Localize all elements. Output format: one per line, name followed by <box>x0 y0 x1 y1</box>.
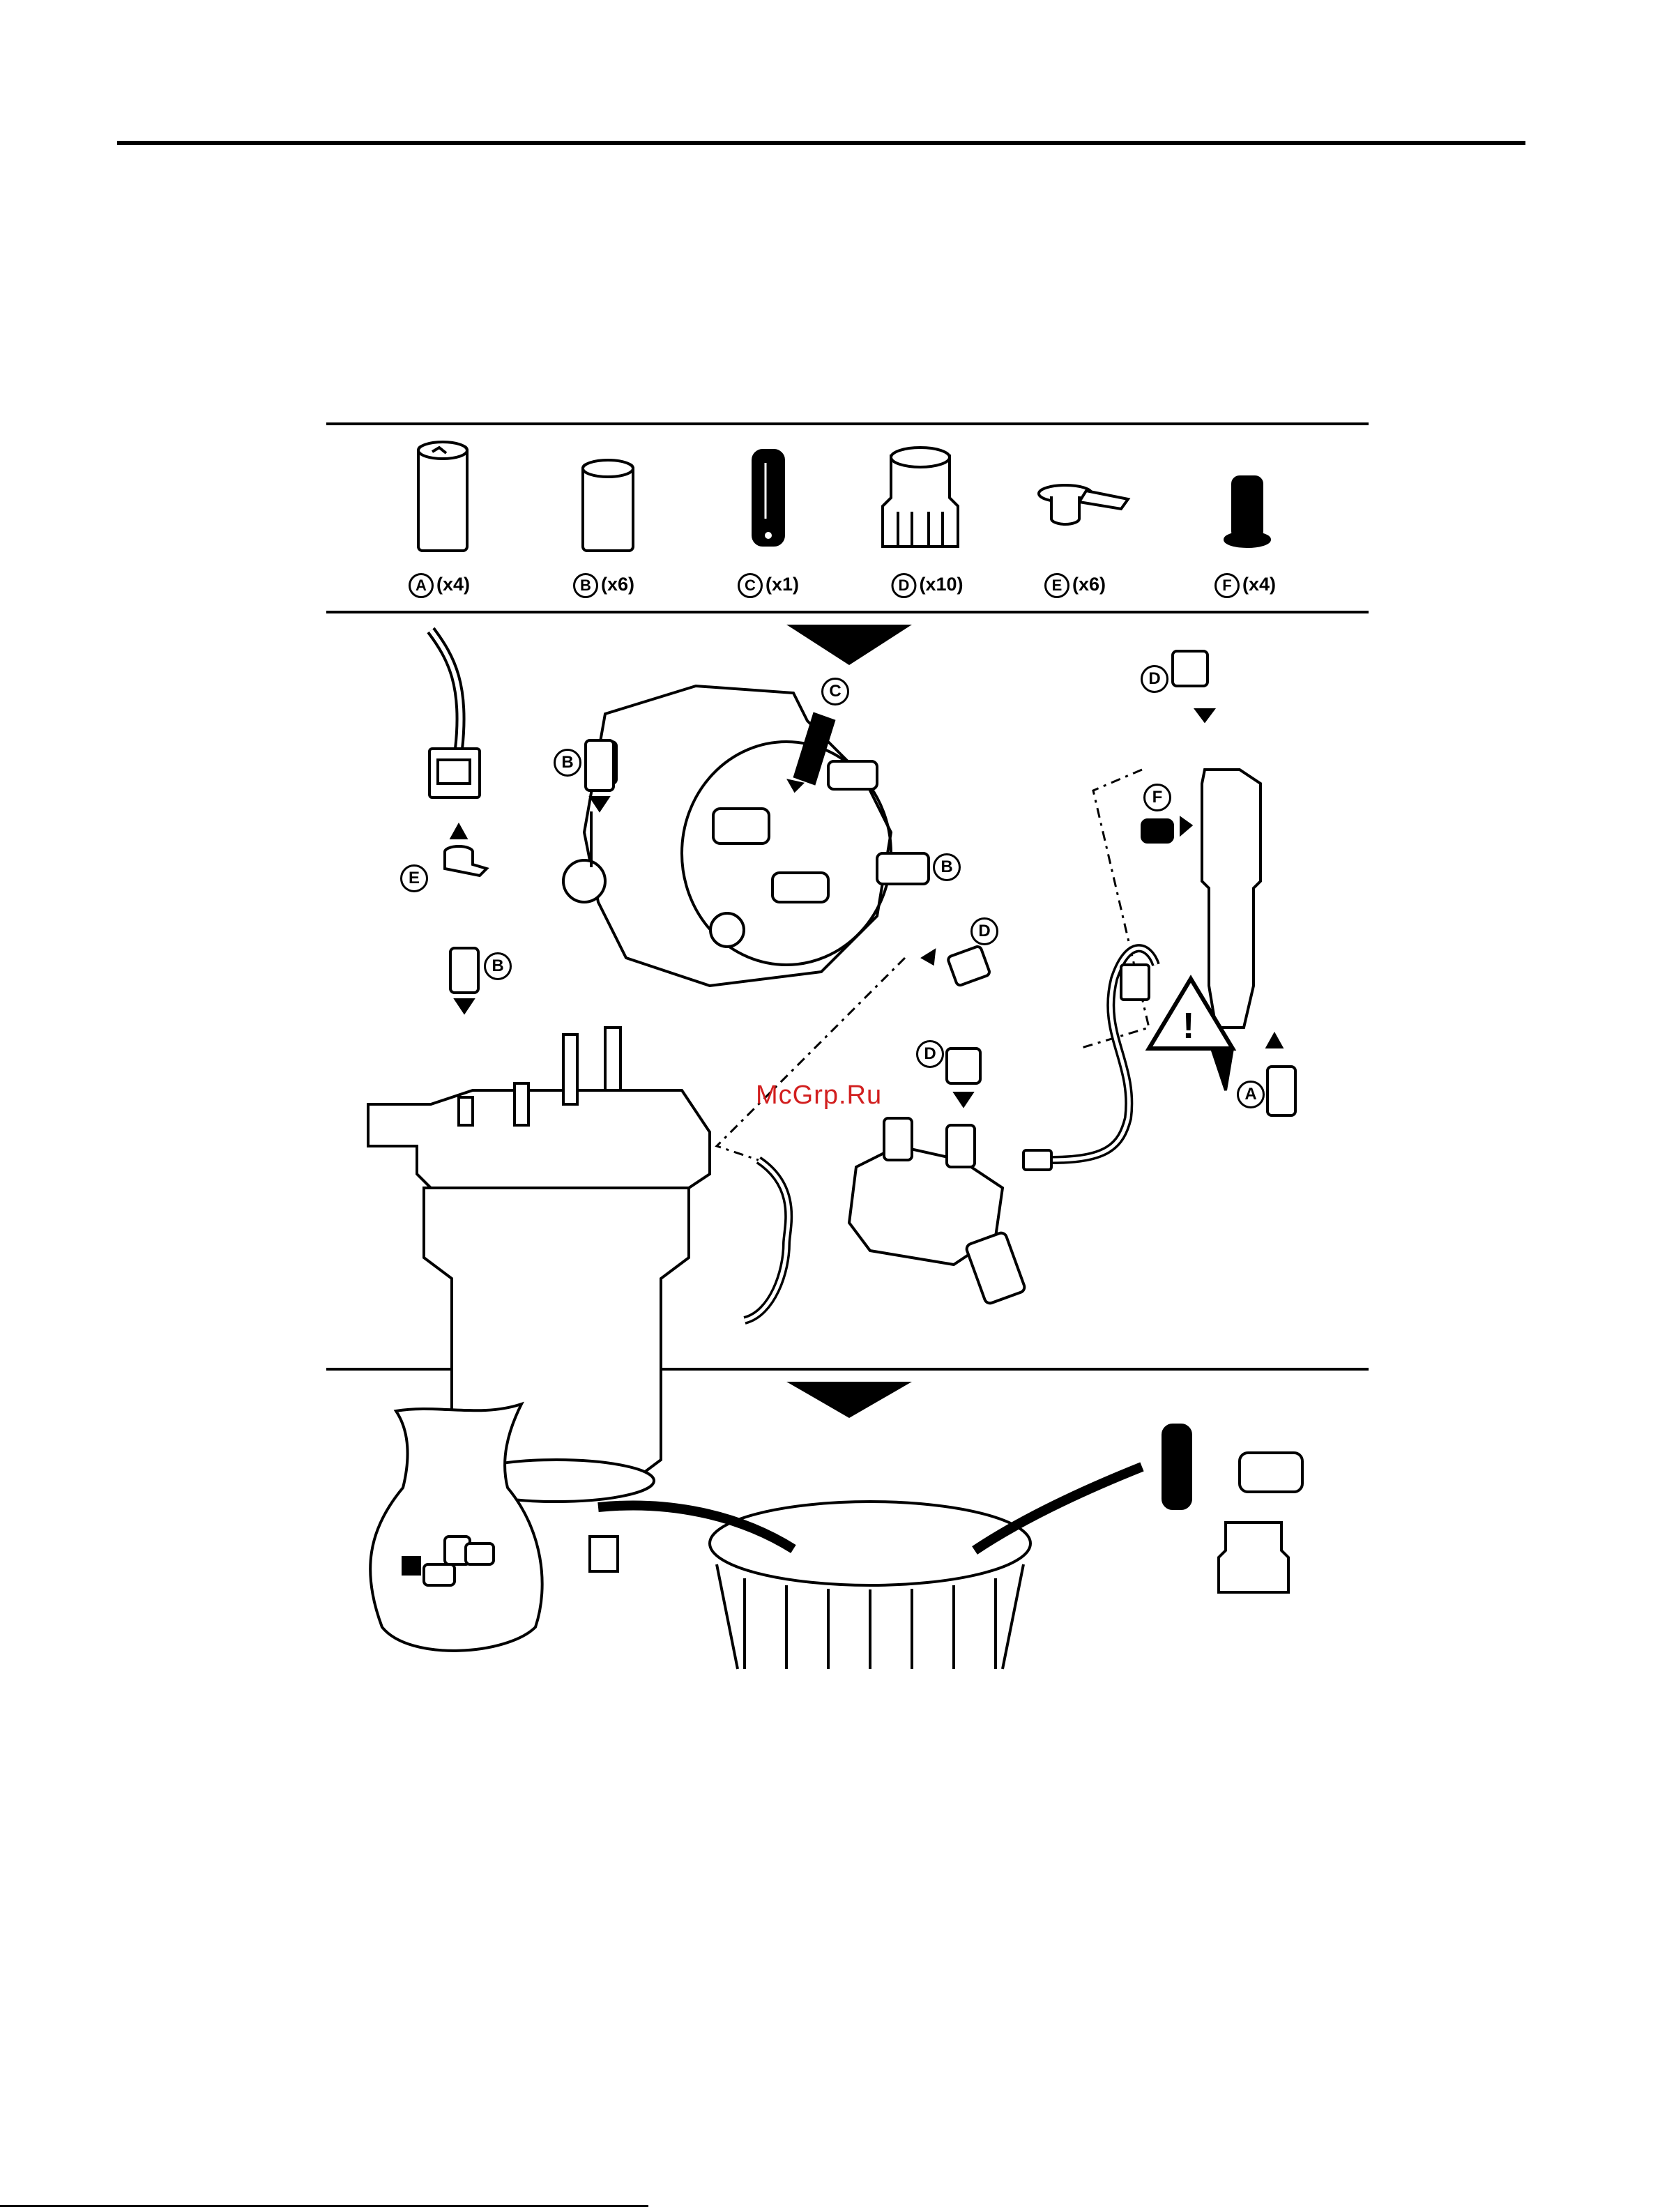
callout-e: E <box>400 864 428 892</box>
part-b-plug-icon <box>583 460 633 551</box>
fuel-rail-drawing <box>745 948 1156 1320</box>
plug-f-on-injector <box>1142 818 1191 842</box>
return-hose-drawing <box>429 630 487 876</box>
removed-plugs-drawing <box>1163 1425 1302 1592</box>
part-a-label: A(x4) <box>409 573 470 598</box>
watermark: McGrp.Ru <box>756 1081 882 1111</box>
callout-d-injector: D <box>1141 665 1168 693</box>
part-e-label: E(x6) <box>1044 573 1106 598</box>
plug-d-on-rail <box>947 1048 980 1106</box>
callout-d-rail: D <box>916 1040 944 1068</box>
plug-d-on-pump <box>923 945 991 986</box>
header-rule <box>117 141 1525 145</box>
plug-d-on-injector <box>1173 651 1213 721</box>
flow-arrow-1 <box>786 625 912 665</box>
footer-rule <box>0 2205 648 2207</box>
part-e-plug-icon <box>1039 485 1128 524</box>
fuel-pump-drawing <box>563 686 891 986</box>
flow-arrow-2 <box>786 1382 912 1418</box>
warning-exclamation: ! <box>1182 1005 1194 1047</box>
plug-b-on-pump-right <box>877 853 929 884</box>
callout-c: C <box>821 678 849 705</box>
part-c-label: C(x1) <box>738 573 799 598</box>
part-f-plug-icon <box>1225 477 1270 547</box>
callout-f: F <box>1143 784 1171 811</box>
plug-a-on-injector <box>1267 1035 1295 1115</box>
callout-d-pump: D <box>970 917 998 945</box>
part-b-label: B(x6) <box>573 573 634 598</box>
part-a-plug-icon <box>418 442 467 551</box>
part-d-label: D(x10) <box>891 573 963 598</box>
callout-a: A <box>1237 1081 1265 1108</box>
callout-b-pump-right: B <box>933 853 961 881</box>
part-c-plug-icon <box>753 450 784 545</box>
part-f-label: F(x4) <box>1214 573 1276 598</box>
protective-plugs-diagram: A(x4) B(x6) C(x1) D(x10) E(x6) F(x4) C B… <box>326 421 1372 1676</box>
part-d-cap-icon <box>883 448 958 547</box>
plug-b-on-filter <box>450 948 478 1012</box>
callout-b-filter: B <box>484 952 512 980</box>
diagram-artwork <box>326 421 1372 1676</box>
callout-b-pump-left: B <box>554 749 581 777</box>
